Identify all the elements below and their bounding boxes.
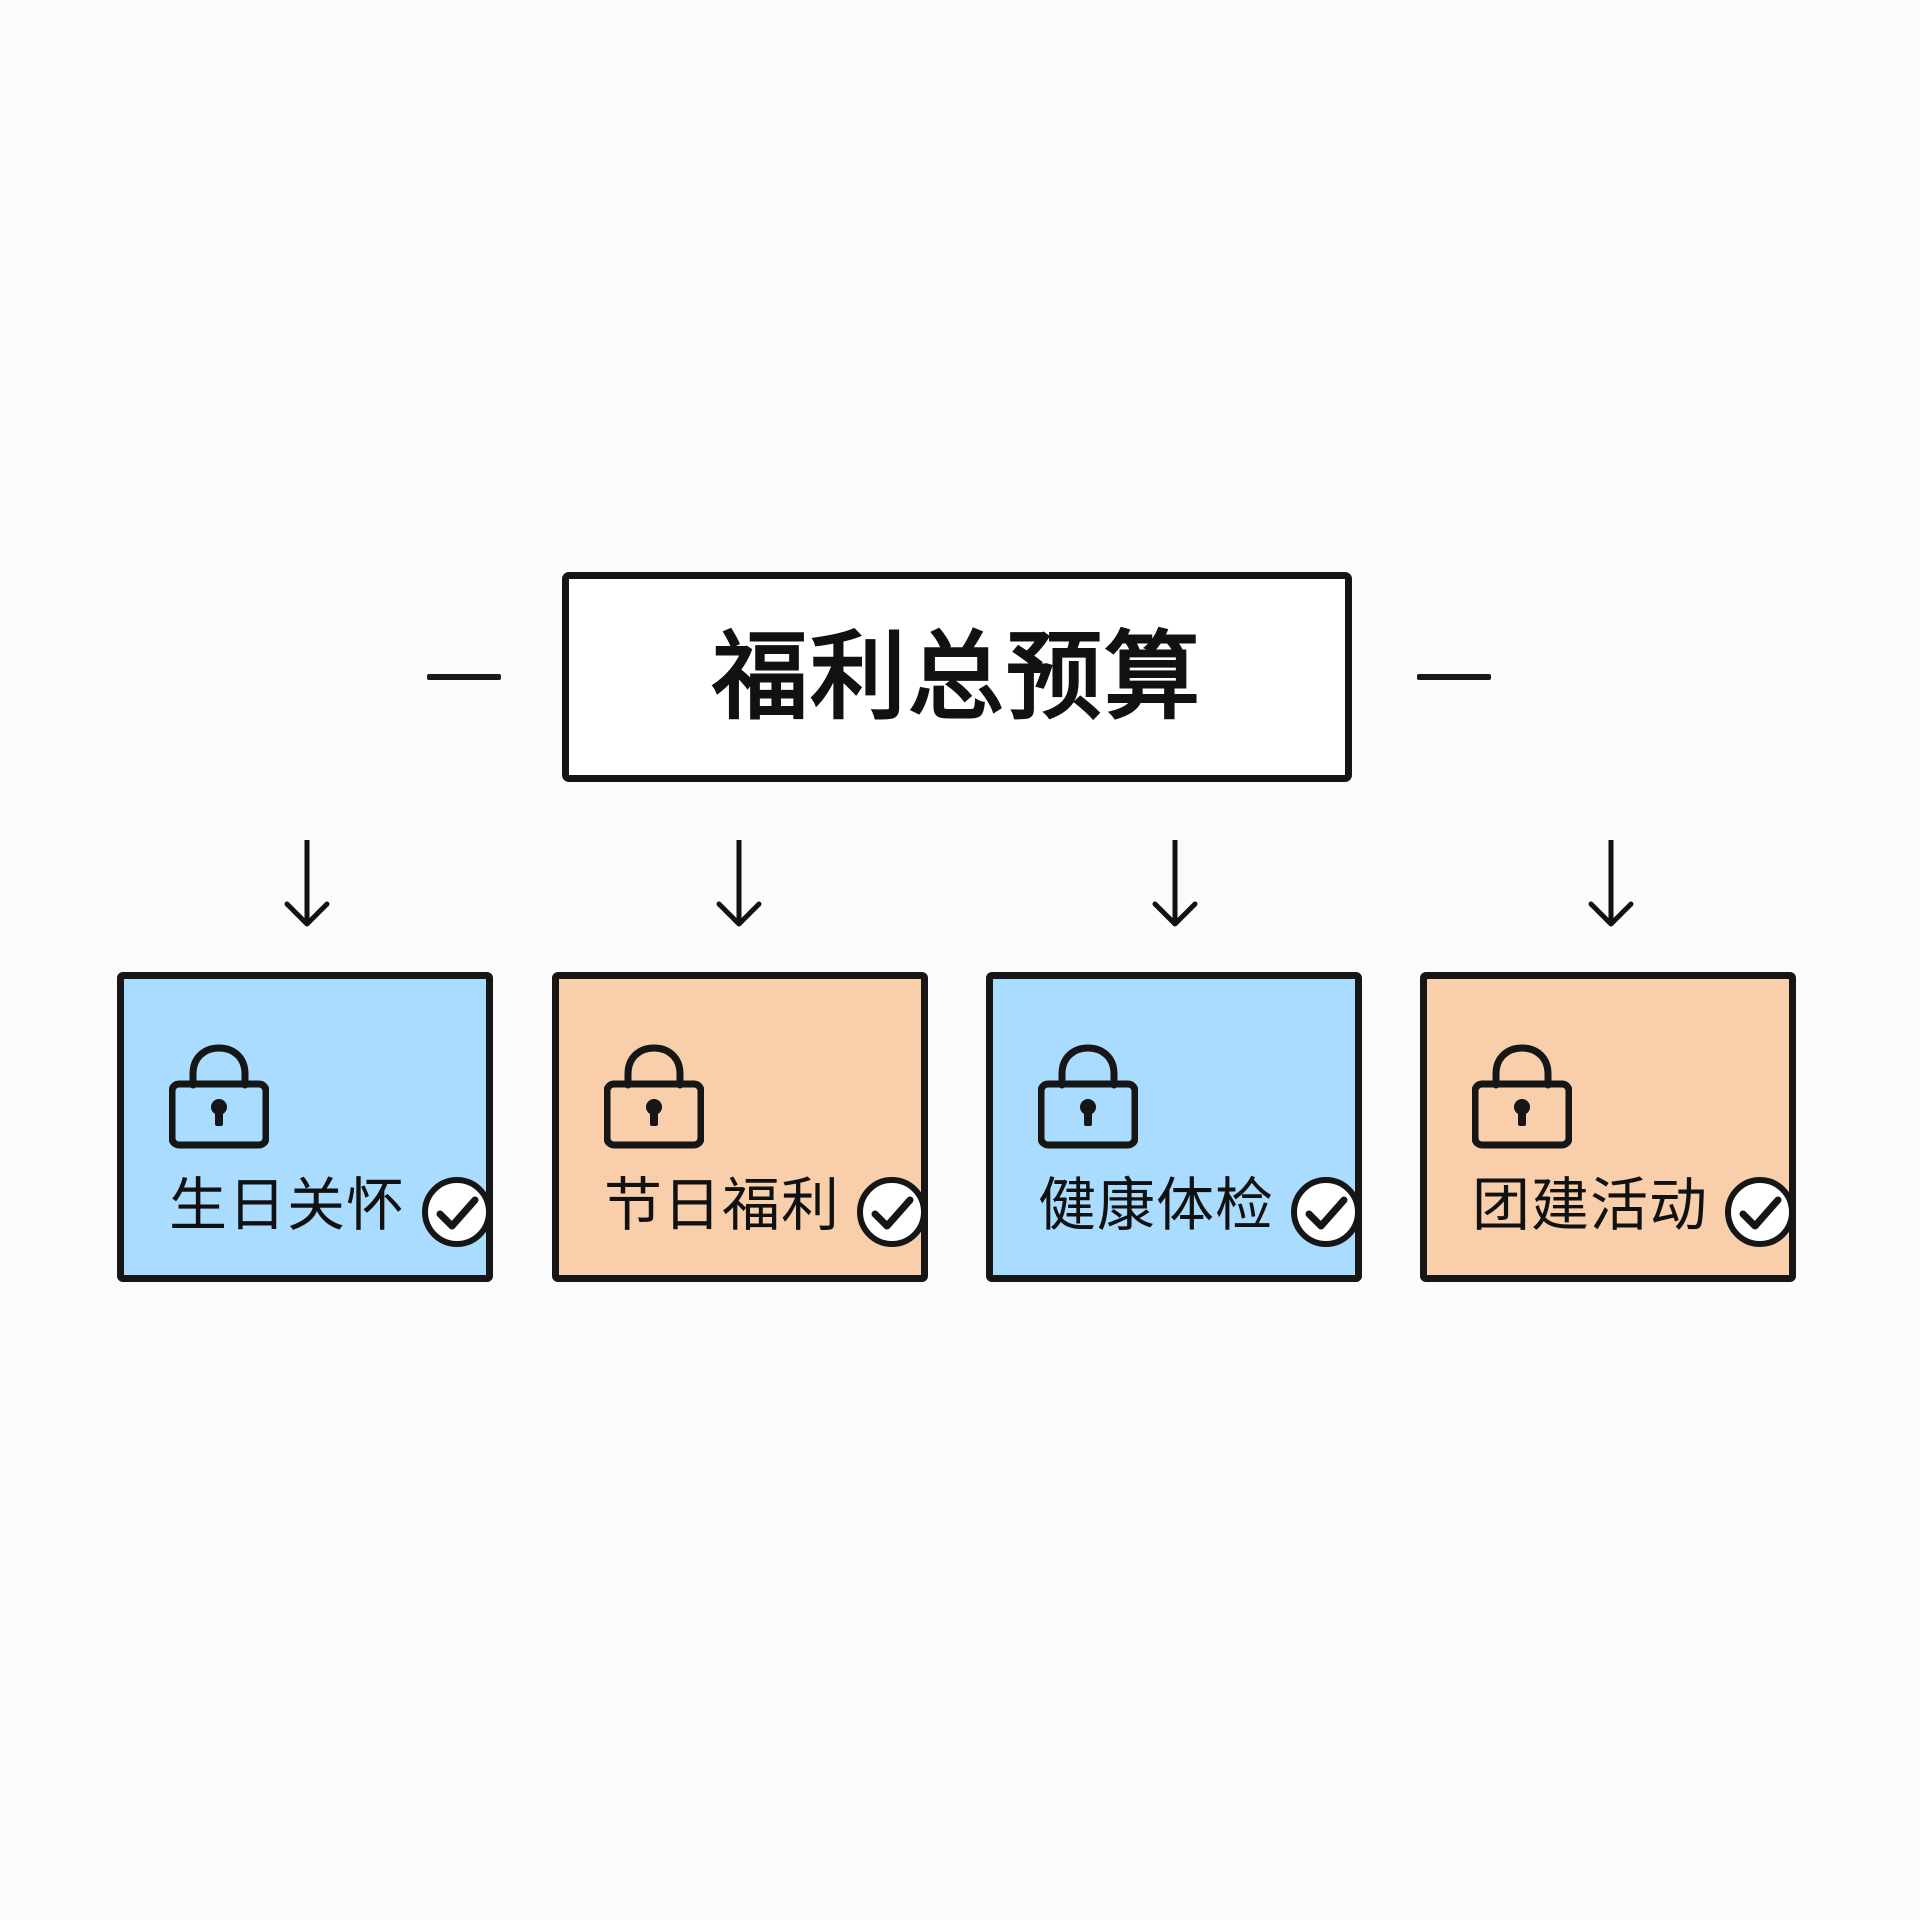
welfare-budget-title: 福利总预算: [712, 621, 1202, 733]
category-label: 健康体检: [1038, 1171, 1275, 1239]
arrow-down-icon: [1152, 840, 1198, 927]
left-dash-decoration: [427, 674, 501, 680]
check-circle-icon: [422, 1177, 492, 1247]
check-circle-icon: [857, 1177, 927, 1247]
arrow-down-icon: [284, 840, 330, 927]
arrow-down-icon: [716, 840, 762, 927]
lock-icon: [1038, 1044, 1138, 1149]
lock-icon: [1472, 1044, 1572, 1149]
category-label: 生日关怀: [169, 1171, 406, 1239]
lock-icon: [604, 1044, 704, 1149]
category-label: 节日福利: [604, 1171, 841, 1239]
budget-category-card: 节日福利: [552, 972, 928, 1282]
check-circle-icon: [1725, 1177, 1795, 1247]
right-dash-decoration: [1417, 674, 1491, 680]
budget-category-card: 健康体检: [986, 972, 1362, 1282]
welfare-budget-root-node: 福利总预算: [562, 572, 1352, 782]
category-label: 团建活动: [1472, 1171, 1709, 1239]
budget-category-card: 团建活动: [1420, 972, 1796, 1282]
check-circle-icon: [1291, 1177, 1361, 1247]
lock-icon: [169, 1044, 269, 1149]
budget-category-card: 生日关怀: [117, 972, 493, 1282]
arrow-down-icon: [1588, 840, 1634, 927]
